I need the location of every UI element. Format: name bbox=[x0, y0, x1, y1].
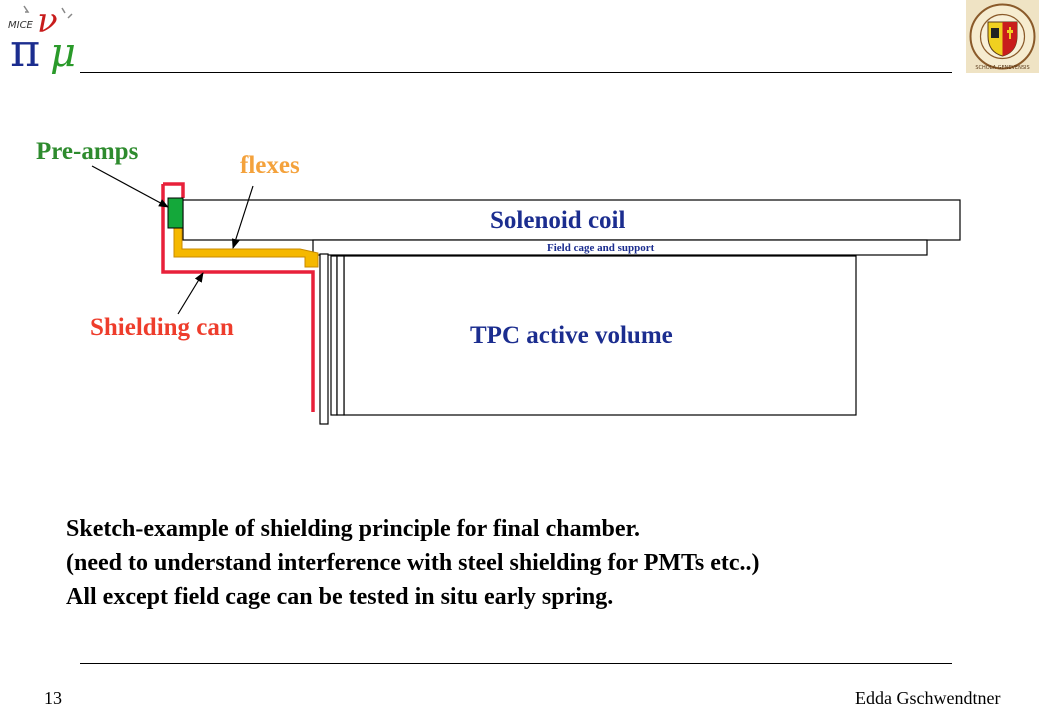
tpc-volume-box bbox=[343, 255, 857, 416]
tpc-shielding-diagram bbox=[91, 165, 961, 425]
preamps-arrow bbox=[91, 165, 169, 208]
caption-block: Sketch-example of shielding principle fo… bbox=[66, 512, 759, 614]
flexes-arrow bbox=[231, 185, 254, 249]
header-rule bbox=[80, 72, 952, 73]
end-plate-inner-1 bbox=[330, 255, 338, 416]
flex-cable bbox=[173, 227, 319, 268]
mice-logo-icon: π ν μ MICE bbox=[8, 2, 76, 74]
svg-text:μ: μ bbox=[50, 30, 76, 74]
caption-line-2: (need to understand interference with st… bbox=[66, 550, 760, 576]
end-plate-inner-2 bbox=[336, 255, 345, 416]
field-cage-box bbox=[312, 239, 928, 256]
caption-line-3: All except field cage can be tested in s… bbox=[66, 584, 614, 610]
caption-line-1: Sketch-example of shielding principle fo… bbox=[66, 516, 641, 542]
tpc-active-volume-label: TPC active volume bbox=[470, 322, 673, 349]
footer-rule bbox=[80, 663, 952, 664]
shielding-arrow bbox=[177, 272, 204, 315]
author-name: Edda Gschwendtner bbox=[855, 688, 1001, 708]
page-number: 13 bbox=[44, 688, 62, 708]
geneva-seal-text: SCHOLA GENEVENSIS bbox=[975, 65, 1029, 71]
end-plate-outer bbox=[319, 253, 329, 425]
flexes-label: flexes bbox=[240, 152, 300, 179]
preamps-label: Pre-amps bbox=[36, 138, 139, 165]
svg-text:ν: ν bbox=[37, 2, 58, 41]
field-cage-label: Field cage and support bbox=[547, 242, 655, 254]
geneva-seal-icon: SCHOLA GENEVENSIS bbox=[966, 0, 1039, 73]
shielding-can-line bbox=[161, 182, 315, 412]
preamp-box bbox=[167, 197, 184, 229]
solenoid-coil-label: Solenoid coil bbox=[490, 207, 626, 234]
svg-text:π: π bbox=[10, 23, 40, 74]
shielding-can-label: Shielding can bbox=[90, 314, 234, 341]
solenoid-coil-box bbox=[182, 199, 961, 241]
mice-logo-text: MICE bbox=[8, 20, 34, 31]
